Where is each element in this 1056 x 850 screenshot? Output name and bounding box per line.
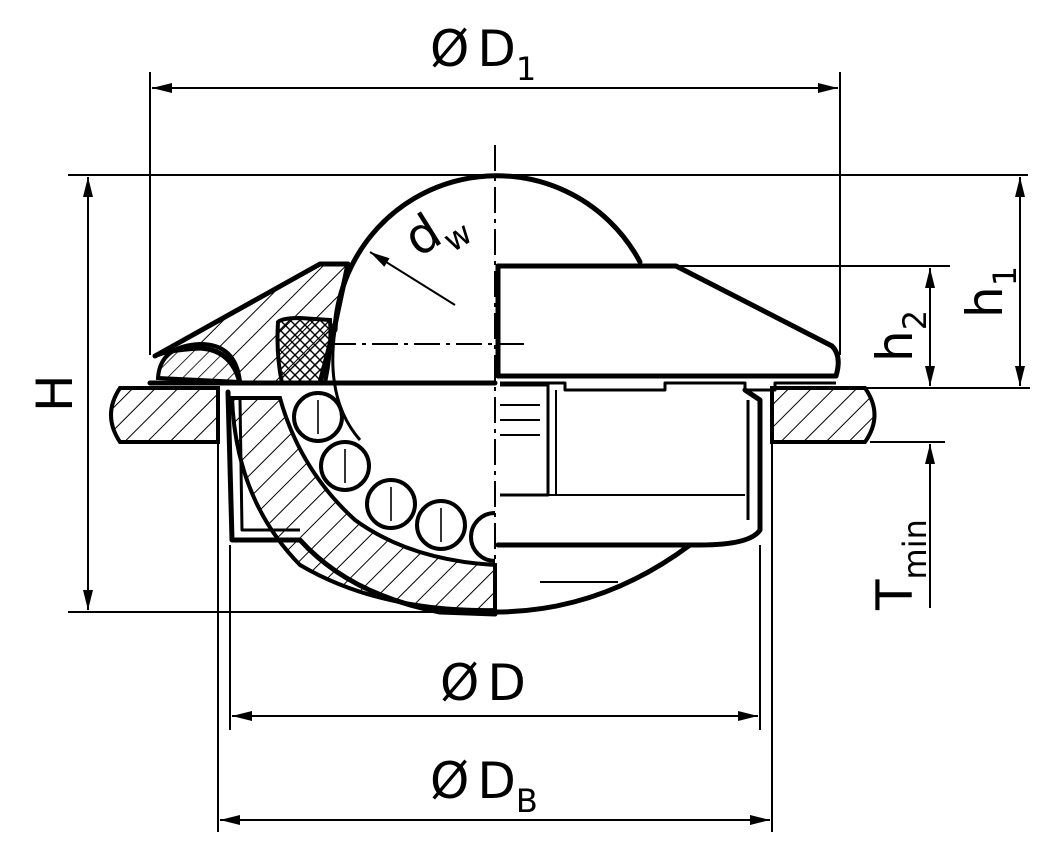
dim-dw-leader bbox=[369, 251, 456, 306]
main-ball-outline bbox=[332, 173, 643, 333]
plate-right-section bbox=[770, 386, 877, 444]
cup-side bbox=[495, 387, 763, 548]
label-tmin: Tmin bbox=[866, 519, 934, 611]
label-h1: h1 bbox=[956, 266, 1024, 318]
label-h: H bbox=[26, 374, 84, 412]
mounting-plate bbox=[109, 386, 877, 444]
support-balls bbox=[292, 391, 496, 563]
label-h2: h2 bbox=[866, 310, 934, 362]
cap-step bbox=[500, 381, 836, 392]
outer-shell-inner bbox=[238, 399, 300, 532]
seal-ring bbox=[275, 315, 333, 385]
housing-right-view bbox=[495, 263, 841, 583]
main-ball-bottom bbox=[492, 542, 693, 615]
support-ball-half bbox=[469, 511, 496, 563]
extension-lines bbox=[68, 72, 1030, 832]
flange-lip bbox=[155, 341, 243, 385]
outer-shell bbox=[225, 389, 498, 617]
plate-left-section bbox=[109, 386, 220, 444]
cap-top bbox=[495, 263, 841, 379]
cup-window bbox=[500, 383, 550, 497]
center-lines bbox=[330, 145, 528, 615]
housing-left-section bbox=[147, 261, 498, 617]
dimension-lines bbox=[83, 83, 1025, 825]
